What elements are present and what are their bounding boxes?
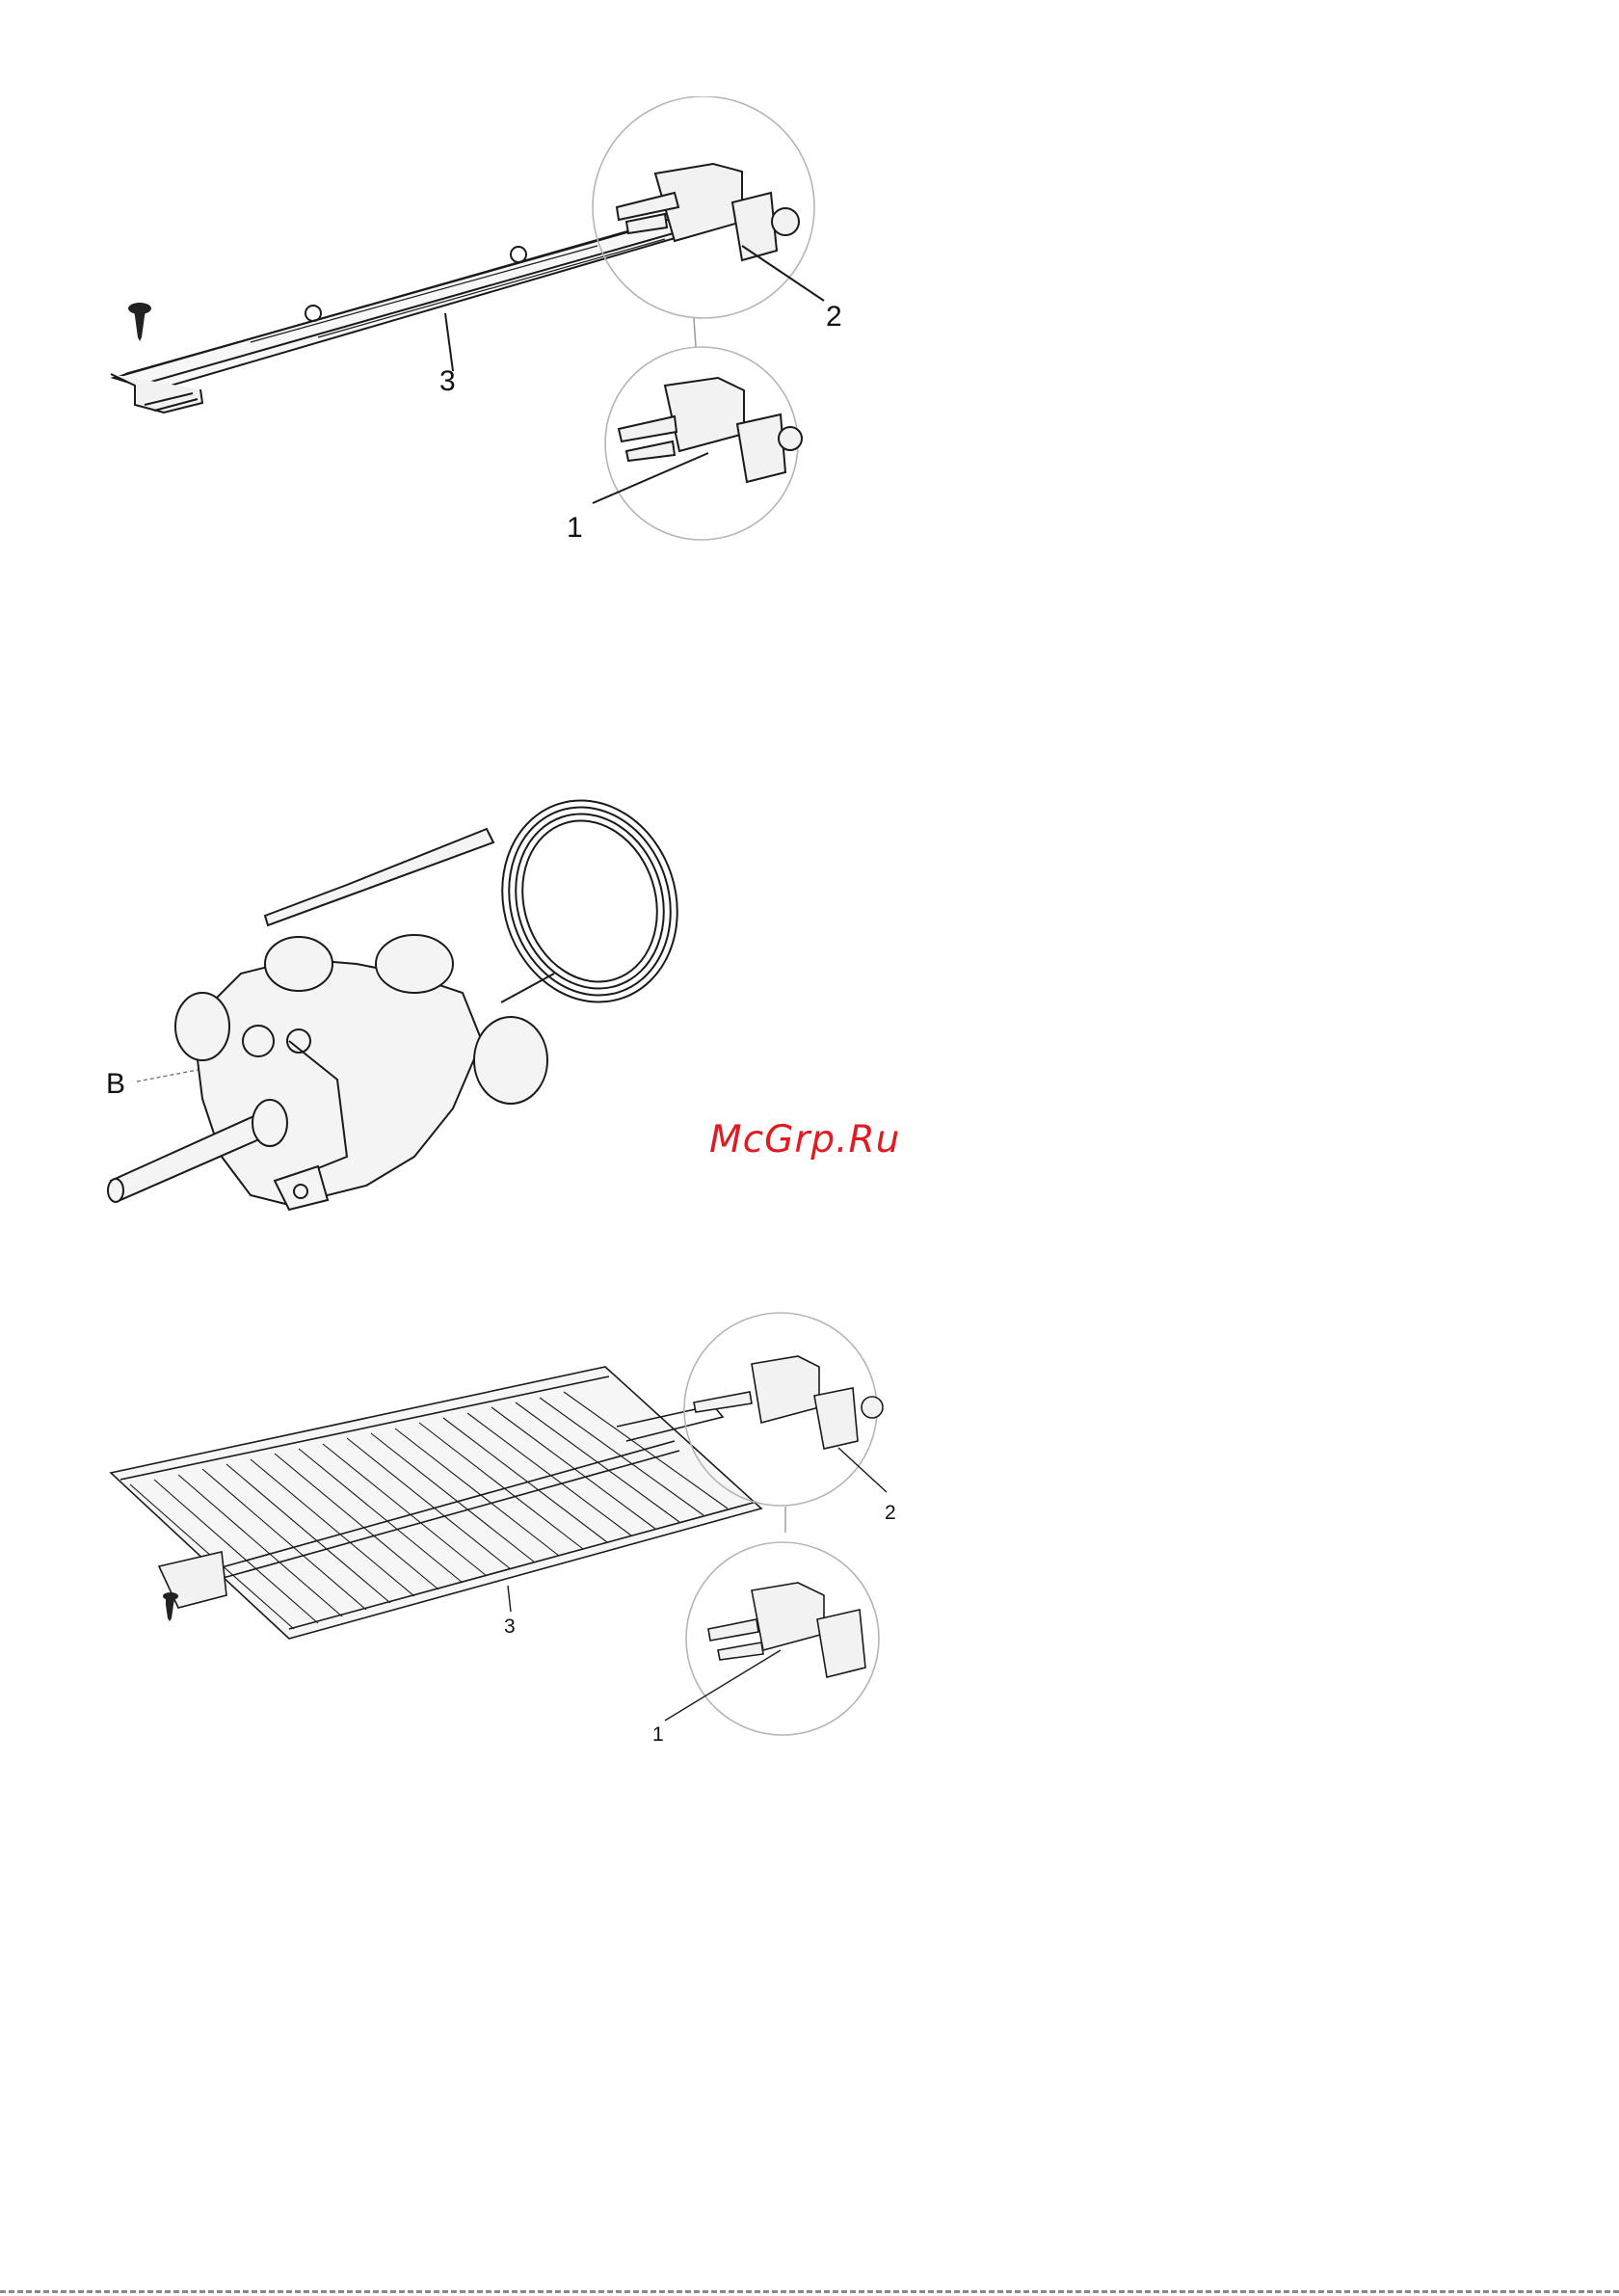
callout-2: 2 bbox=[826, 301, 842, 333]
page-bottom-rule bbox=[0, 2290, 1619, 2293]
callout-3: 3 bbox=[504, 1615, 516, 1638]
watermark-logo: McGrp.Ru bbox=[709, 1118, 900, 1161]
callout-1: 1 bbox=[567, 512, 583, 544]
callout-2: 2 bbox=[885, 1502, 896, 1524]
figure-thermocouple-rail: 2 3 1 bbox=[0, 96, 1619, 559]
screw-icon bbox=[128, 303, 151, 341]
burner-grid-drawing: 2 3 1 bbox=[0, 1311, 1619, 1754]
thermocouple-rail-drawing: 2 3 1 bbox=[0, 96, 1619, 559]
callout-3: 3 bbox=[439, 365, 456, 397]
screw-icon bbox=[163, 1592, 178, 1621]
figure-burner-grid: 2 3 1 bbox=[0, 1311, 1619, 1754]
callout-B: B bbox=[106, 1068, 125, 1100]
callout-1: 1 bbox=[652, 1723, 664, 1746]
